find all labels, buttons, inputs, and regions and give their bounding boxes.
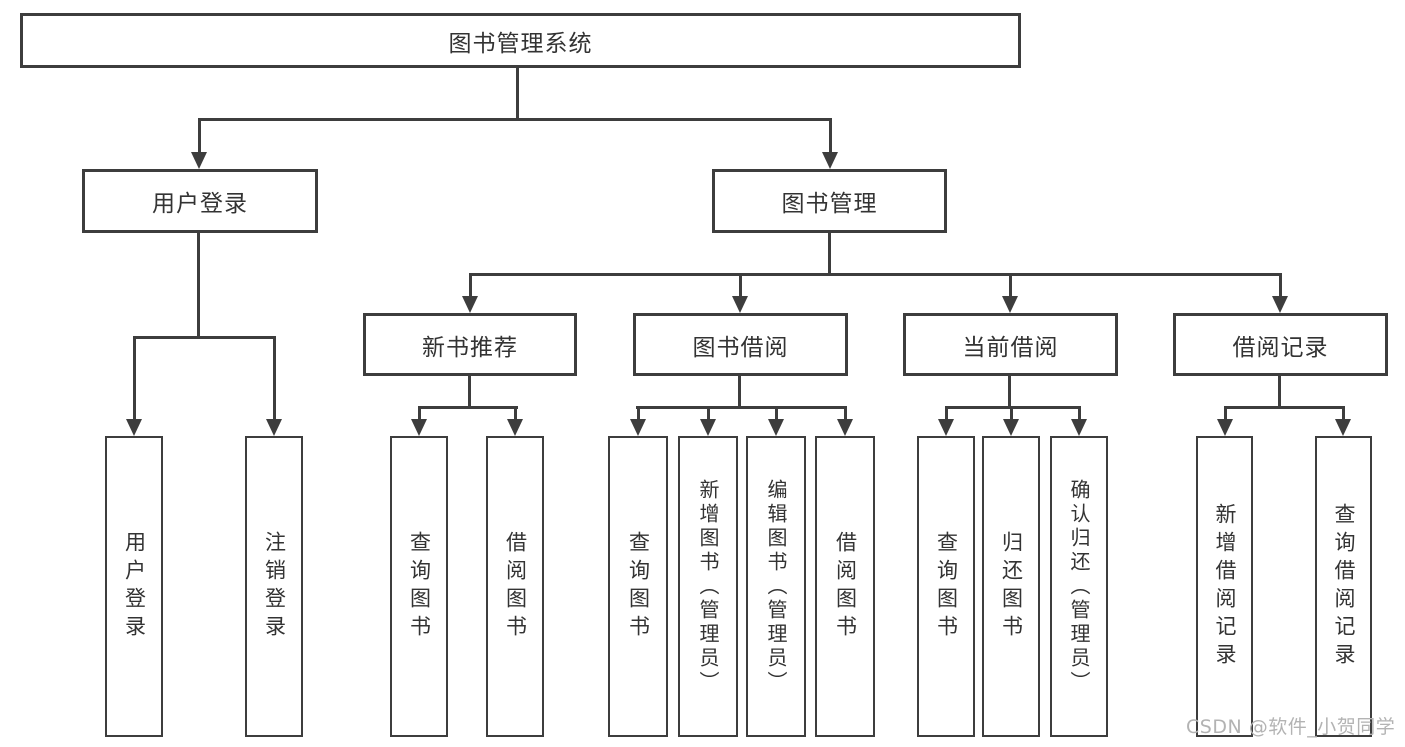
connector-line <box>828 233 831 273</box>
leaf-label: 用户登录 <box>122 530 147 643</box>
leaf-label: 新增图书（管理员） <box>696 478 720 695</box>
arrow-down-icon <box>700 406 716 436</box>
connector-line <box>738 376 741 406</box>
leaf-query-books-current: 查询图书 <box>917 436 975 737</box>
leaf-label: 查询图书 <box>407 530 432 643</box>
node-current-borrowing: 当前借阅 <box>903 313 1118 376</box>
node-label: 图书管理 <box>781 191 878 217</box>
arrow-down-icon <box>411 406 427 436</box>
connector-line <box>1224 406 1345 409</box>
leaf-label: 归还图书 <box>999 530 1024 643</box>
leaf-label: 查询借阅记录 <box>1332 502 1356 671</box>
node-user-login: 用户登录 <box>82 169 318 233</box>
leaf-label: 查询图书 <box>934 530 959 643</box>
arrow-down-icon <box>1272 273 1288 313</box>
connector-line <box>945 406 1081 409</box>
leaf-borrow-books-recommend: 借阅图书 <box>486 436 544 737</box>
connector-line <box>468 376 471 406</box>
leaf-label: 借阅图书 <box>503 530 528 643</box>
arrow-down-icon <box>837 406 853 436</box>
connector-line <box>516 68 519 118</box>
leaf-query-books-recommend: 查询图书 <box>390 436 448 737</box>
connector-line <box>469 273 1282 276</box>
connector-line <box>636 406 846 409</box>
connector-line <box>418 406 518 409</box>
connector-line <box>1008 376 1011 406</box>
node-book-management: 图书管理 <box>712 169 947 233</box>
node-label: 图书管理系统 <box>448 30 593 57</box>
leaf-query-borrow-record: 查询借阅记录 <box>1315 436 1372 737</box>
arrow-down-icon <box>507 406 523 436</box>
node-root-system: 图书管理系统 <box>20 13 1021 68</box>
node-label: 用户登录 <box>152 191 248 217</box>
node-label: 当前借阅 <box>962 334 1059 361</box>
arrow-down-icon <box>1002 273 1018 313</box>
connector-line <box>198 118 832 121</box>
arrow-down-icon <box>1071 406 1087 436</box>
arrow-down-icon <box>938 406 954 436</box>
leaf-label: 编辑图书（管理员） <box>764 478 788 695</box>
connector-line <box>133 336 276 339</box>
node-label: 新书推荐 <box>422 334 518 361</box>
leaf-label: 借阅图书 <box>833 530 858 643</box>
leaf-edit-books-admin: 编辑图书（管理员） <box>746 436 806 737</box>
node-borrowing-records: 借阅记录 <box>1173 313 1388 376</box>
leaf-add-borrow-record: 新增借阅记录 <box>1196 436 1253 737</box>
arrow-down-icon <box>462 273 478 313</box>
leaf-label: 注销登录 <box>262 530 287 643</box>
node-label: 图书借阅 <box>692 334 789 361</box>
arrow-down-icon <box>630 406 646 436</box>
arrow-down-icon <box>732 273 748 313</box>
arrow-down-icon <box>266 336 282 436</box>
node-book-borrowing: 图书借阅 <box>633 313 848 376</box>
leaf-label: 新增借阅记录 <box>1213 502 1237 671</box>
leaf-return-books: 归还图书 <box>982 436 1040 737</box>
connector-line <box>1278 376 1281 406</box>
node-new-book-recommend: 新书推荐 <box>363 313 577 376</box>
arrow-down-icon <box>126 336 142 436</box>
csdn-watermark: CSDN @软件_小贺同学 <box>1186 716 1396 738</box>
arrow-down-icon <box>1003 406 1019 436</box>
leaf-query-books-borrowing: 查询图书 <box>608 436 668 737</box>
arrow-down-icon <box>768 406 784 436</box>
leaf-user-login: 用户登录 <box>105 436 163 737</box>
arrow-down-icon <box>822 118 838 169</box>
leaf-add-books-admin: 新增图书（管理员） <box>678 436 738 737</box>
leaf-confirm-return-admin: 确认归还（管理员） <box>1050 436 1108 737</box>
node-label: 借阅记录 <box>1232 334 1329 361</box>
leaf-logout: 注销登录 <box>245 436 303 737</box>
arrow-down-icon <box>1335 406 1351 436</box>
leaf-label: 查询图书 <box>626 530 651 643</box>
arrow-down-icon <box>1217 406 1233 436</box>
leaf-label: 确认归还（管理员） <box>1067 478 1091 695</box>
leaf-borrow-books: 借阅图书 <box>815 436 875 737</box>
arrow-down-icon <box>191 118 207 169</box>
connector-line <box>197 233 200 336</box>
